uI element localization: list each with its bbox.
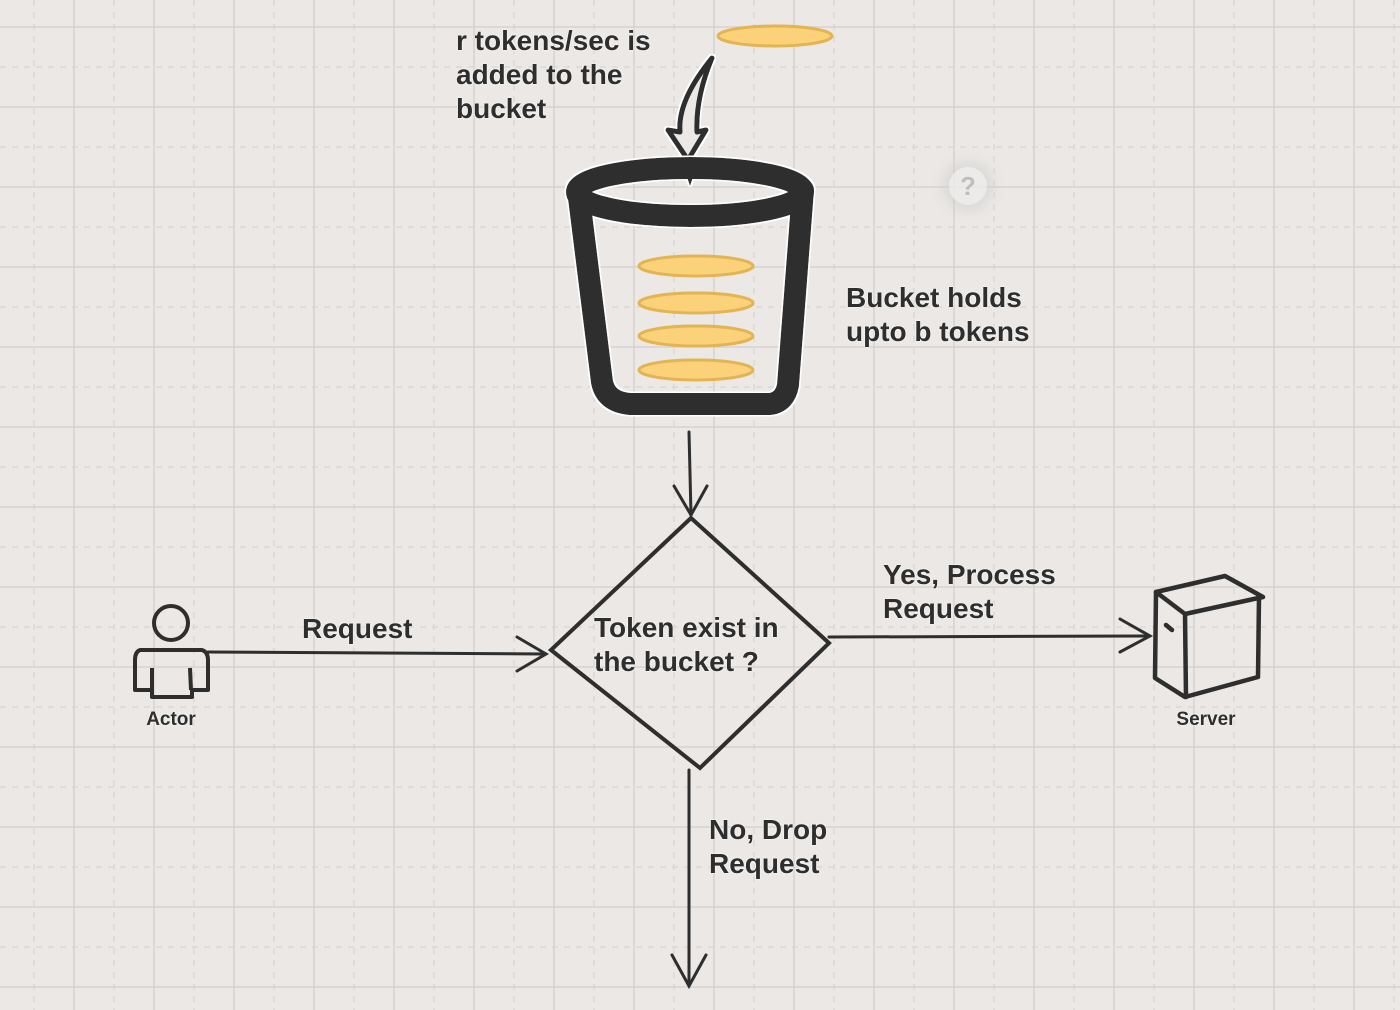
request-label: Request <box>302 613 413 644</box>
yes-arrow <box>827 617 1154 654</box>
refill-arrow <box>665 55 715 163</box>
token-icon <box>637 291 755 315</box>
incoming-token-icon <box>716 24 834 48</box>
token-icon <box>637 358 755 382</box>
server-box-icon[interactable] <box>1152 573 1266 700</box>
bucket-icon <box>566 157 814 415</box>
actor-label: Actor <box>146 709 196 730</box>
refill-rate-label: r tokens/sec is added to the bucket <box>456 25 651 124</box>
actor-person-icon[interactable] <box>133 604 210 699</box>
yes-process-label: Yes, Process Request <box>883 559 1056 624</box>
bucket-to-decision-arrow <box>672 430 709 519</box>
decision-diamond[interactable] <box>547 515 832 771</box>
token-icon <box>637 254 755 278</box>
bucket-tokens <box>637 254 755 382</box>
request-arrow <box>206 635 549 673</box>
help-button[interactable]: ? <box>949 167 987 205</box>
server-label: Server <box>1176 709 1236 730</box>
bucket-capacity-label: Bucket holds upto b tokens <box>846 282 1030 347</box>
question-mark-icon: ? <box>960 171 976 201</box>
token-icon <box>637 324 755 348</box>
no-arrow <box>670 768 708 990</box>
no-drop-label: No, Drop Request <box>709 814 828 879</box>
decision-label: Token exist in the bucket ? <box>594 612 779 677</box>
